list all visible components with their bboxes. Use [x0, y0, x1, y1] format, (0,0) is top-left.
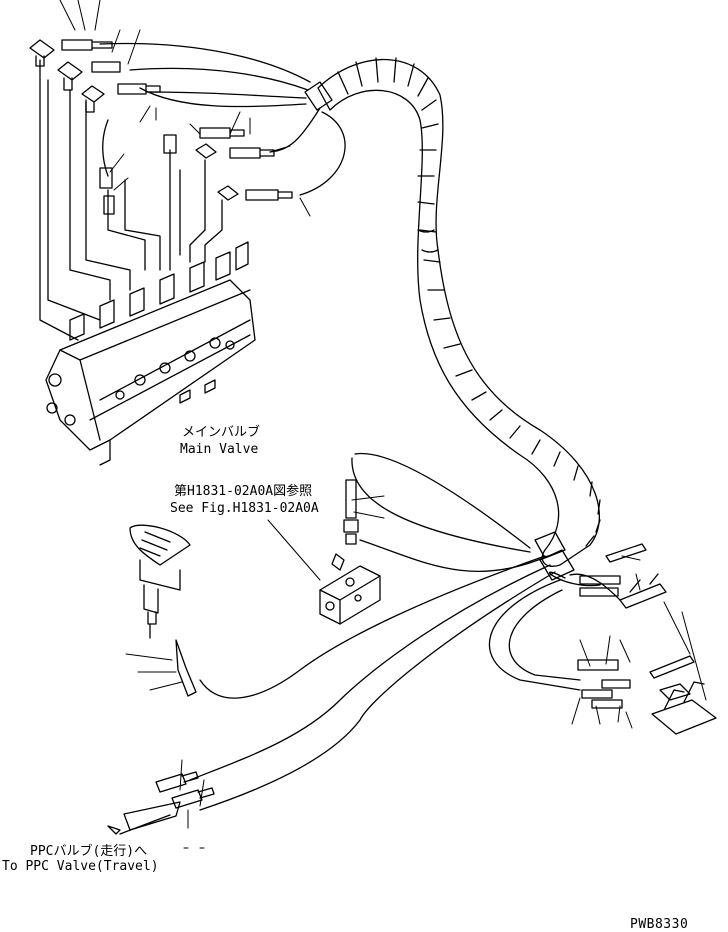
reference-jp-label: 第H1831-02A0A図参照 — [174, 483, 312, 499]
text-labels: メインバルブ Main Valve 第H1831-02A0A図参照 See Fi… — [2, 424, 688, 932]
hose-bundle — [304, 57, 601, 581]
reference-en-label: See Fig.H1831-02A0A — [170, 501, 319, 516]
lower-fittings — [107, 771, 215, 835]
clamps-and-fittings — [577, 543, 717, 735]
steel-tubes — [39, 59, 223, 341]
sensor-and-junction-block — [319, 479, 381, 625]
main-valve-block — [45, 241, 256, 466]
drawing-code: PWB8330 — [630, 917, 688, 932]
main-valve-en-label: Main Valve — [180, 442, 258, 457]
ppc-valve-en-label: To PPC Valve(Travel) — [2, 859, 159, 874]
leader-lines — [59, 0, 707, 829]
travel-pedal-assembly — [129, 524, 197, 697]
hose-lines — [99, 42, 621, 811]
ppc-valve-jp-label: PPCバルブ(走行)へ — [30, 843, 147, 859]
main-valve-jp-label: メインバルブ — [182, 424, 260, 440]
fittings — [29, 39, 293, 215]
